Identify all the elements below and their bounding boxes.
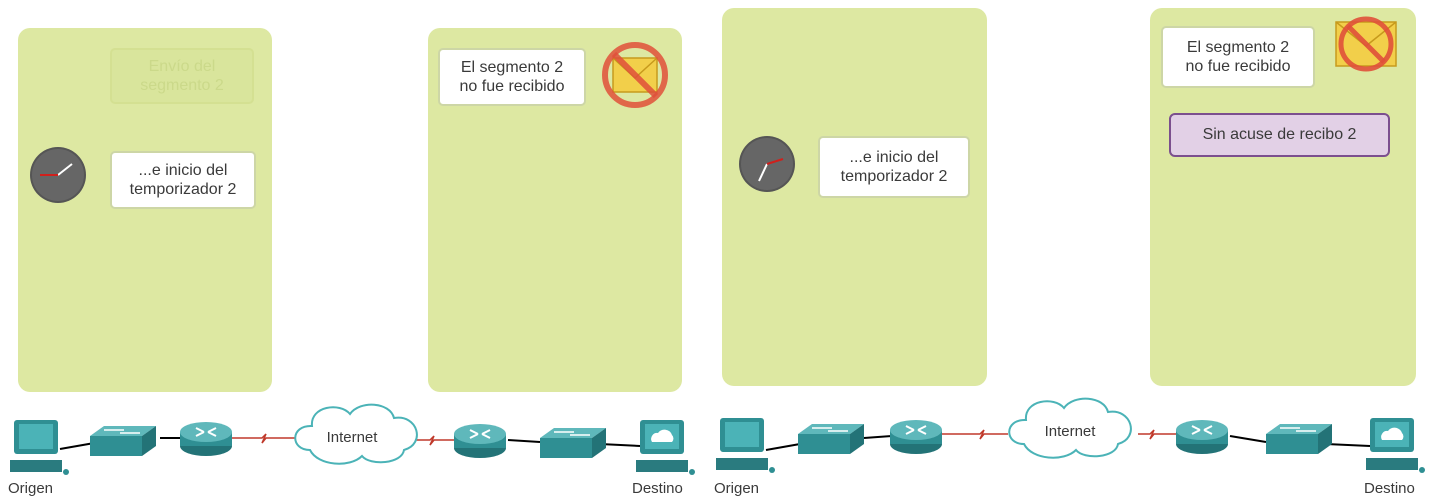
source-label: Origen xyxy=(8,480,54,497)
timer-start-box: ...e inicio del temporizador 2 xyxy=(110,151,256,209)
no-envelope-icon xyxy=(1335,16,1397,72)
wan-link xyxy=(942,429,1008,440)
switch-icon xyxy=(797,423,865,455)
server-icon xyxy=(1366,418,1425,473)
destination-label: Destino xyxy=(1364,480,1415,497)
server-icon xyxy=(636,420,695,475)
timer-start-box: ...e inicio del temporizador 2 xyxy=(818,136,970,198)
switch-icon xyxy=(1265,423,1333,455)
clock-icon xyxy=(30,147,86,203)
switch-icon xyxy=(89,425,157,457)
segment-not-received-box: El segmento 2 no fue recibido xyxy=(1161,26,1315,88)
pc-icon xyxy=(10,420,69,475)
pc-icon xyxy=(716,418,775,473)
cloud-label: Internet xyxy=(327,429,379,446)
router-icon xyxy=(453,423,507,459)
clock-icon xyxy=(739,136,795,192)
source-label: Origen xyxy=(714,480,760,497)
send-segment-box: Envío del segmento 2 xyxy=(110,48,254,104)
wan-link xyxy=(230,433,295,444)
no-ack-box: Sin acuse de recibo 2 xyxy=(1169,113,1390,157)
router-icon xyxy=(889,419,943,455)
segment-not-received-box: El segmento 2 no fue recibido xyxy=(438,48,586,106)
no-envelope-icon xyxy=(602,42,668,108)
wan-link xyxy=(415,435,455,446)
switch-icon xyxy=(539,427,607,459)
wan-link xyxy=(1138,429,1178,440)
router-icon xyxy=(179,421,233,457)
network-topology: Internet Internet xyxy=(10,397,1425,475)
cloud-label: Internet xyxy=(1045,423,1097,440)
destination-label: Destino xyxy=(632,480,683,497)
router-icon xyxy=(1175,419,1229,455)
